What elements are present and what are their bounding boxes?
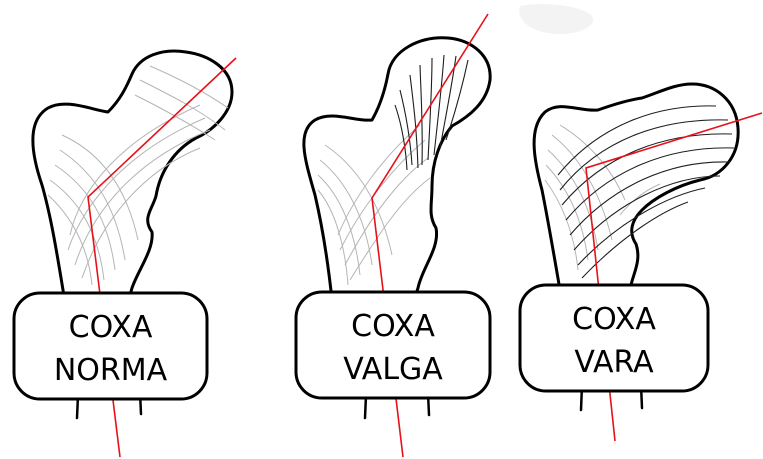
label-line1-valga: COXA <box>351 309 435 344</box>
panel-coxa-valga: COXA VALGA <box>296 14 490 457</box>
femur-outline-valga <box>304 38 490 300</box>
panel-coxa-vara: COXA VARA <box>520 84 762 441</box>
femur-outline-vara <box>534 84 738 290</box>
label-line2-vara: VARA <box>574 345 654 380</box>
label-line1-vara: COXA <box>572 302 656 337</box>
label-line2-norma: NORMA <box>54 353 168 388</box>
femur-outline-norma <box>33 51 232 302</box>
panel-coxa-norma: COXA NORMA <box>14 51 236 457</box>
label-line1-norma: COXA <box>69 310 153 345</box>
label-line2-valga: VALGA <box>343 352 443 387</box>
watermark-smudge <box>519 4 593 34</box>
